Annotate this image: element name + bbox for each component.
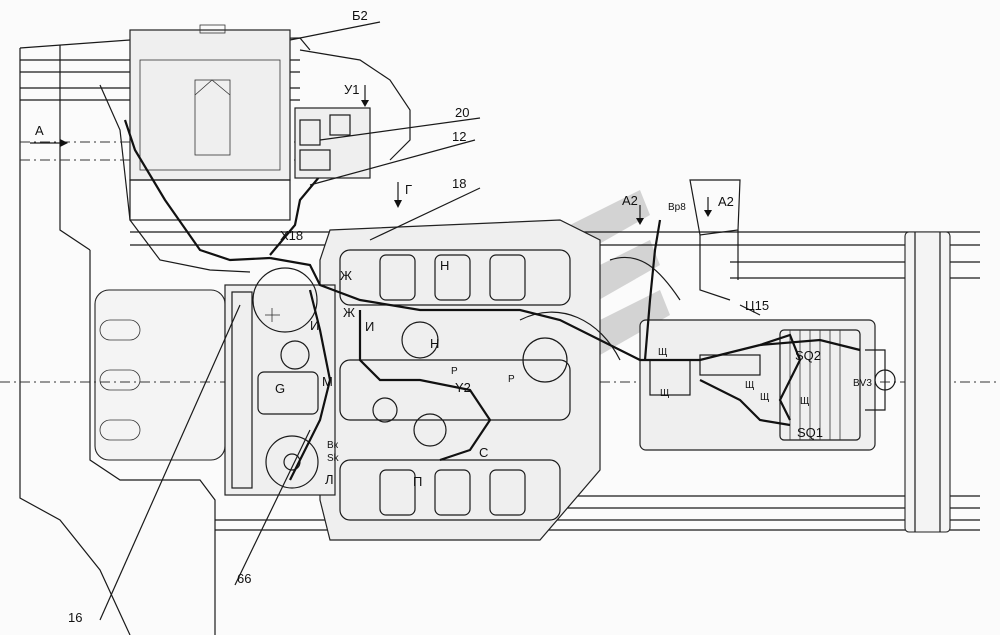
air-intake [609, 179, 741, 301]
label-l: Л [325, 472, 334, 487]
label-vr8: Вр8 [668, 202, 686, 213]
label-ts15: Ц15 [745, 298, 769, 313]
left-chassis-block [94, 289, 226, 461]
label-n-lower: Н [430, 336, 439, 351]
label-20: 20 [455, 105, 469, 120]
label-sq2: SQ2 [795, 348, 821, 363]
transmission [639, 319, 896, 451]
chassis-outline [19, 37, 411, 635]
label-sq1: SQ1 [797, 425, 823, 440]
relay-block [294, 107, 371, 179]
leader-lines [99, 21, 761, 621]
battery-box [129, 24, 291, 221]
label-zh2: Ж [343, 305, 355, 320]
label-sk: Sk [327, 453, 340, 464]
label-g-generator: G [275, 381, 285, 396]
rear-crossmember [904, 231, 951, 533]
label-n-upper: Н [440, 258, 449, 273]
label-x18: X18 [280, 228, 303, 243]
label-16: 16 [68, 610, 82, 625]
label-c: С [479, 445, 488, 460]
label-zh1: Ж [340, 268, 352, 283]
label-sch1: Щ [658, 347, 667, 358]
label-bk: Вк [327, 440, 339, 451]
label-i1: И [310, 318, 319, 333]
label-bv3: BV3 [853, 378, 872, 389]
engine-block [319, 219, 621, 541]
label-i2: И [365, 319, 374, 334]
label-p-small: Р [451, 366, 458, 377]
label-sch5: Щ [660, 388, 669, 399]
direction-arrows [30, 85, 712, 225]
label-a2-left: A2 [622, 193, 638, 208]
label-r-small: Р [508, 374, 515, 385]
label-66: 66 [237, 571, 251, 586]
label-u1: У1 [344, 82, 360, 97]
label-p: П [413, 474, 422, 489]
callout-labels: Б2 У1 20 12 18 A Г X18 Ж Ж И И Н Н A2 A2… [35, 8, 872, 625]
label-m: М [322, 374, 333, 389]
label-a2-right: A2 [718, 194, 734, 209]
label-sch4: Щ [800, 396, 809, 407]
label-12: 12 [452, 129, 466, 144]
label-a-left: A [35, 123, 44, 138]
label-18: 18 [452, 176, 466, 191]
label-g-arrow: Г [405, 182, 412, 197]
label-sch2: Щ [745, 380, 754, 391]
label-b2: Б2 [352, 8, 368, 23]
label-y2: Y2 [455, 380, 471, 395]
label-sch3: Щ [760, 392, 769, 403]
